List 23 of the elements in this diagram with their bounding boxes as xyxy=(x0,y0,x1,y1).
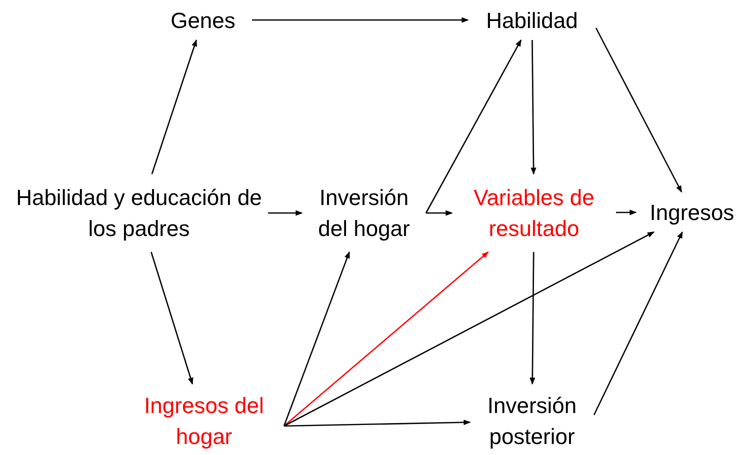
node-label: Genes xyxy=(170,6,236,34)
arrow xyxy=(284,420,471,427)
arrow xyxy=(425,39,522,214)
arrow xyxy=(268,210,303,216)
arrow xyxy=(284,252,489,426)
arrow xyxy=(283,251,350,426)
node-label: Variables de resultado xyxy=(472,184,596,243)
arrow xyxy=(530,40,536,175)
node-label: Ingresos xyxy=(650,198,734,227)
arrow xyxy=(150,252,194,385)
node-label: Habilidad y educación de los padres xyxy=(15,184,263,243)
arrow xyxy=(593,231,683,416)
node-label: Inversión posterior xyxy=(486,392,578,451)
node-label: Ingresos del hogar xyxy=(143,392,265,451)
arrow xyxy=(426,210,453,216)
node-label: Inversión del hogar xyxy=(317,184,411,243)
arrow xyxy=(530,252,536,385)
arrow xyxy=(284,231,654,427)
arrow xyxy=(252,17,469,23)
node-label: Habilidad xyxy=(486,6,578,34)
arrow xyxy=(595,28,682,193)
arrow xyxy=(151,39,198,174)
arrow xyxy=(616,210,637,216)
